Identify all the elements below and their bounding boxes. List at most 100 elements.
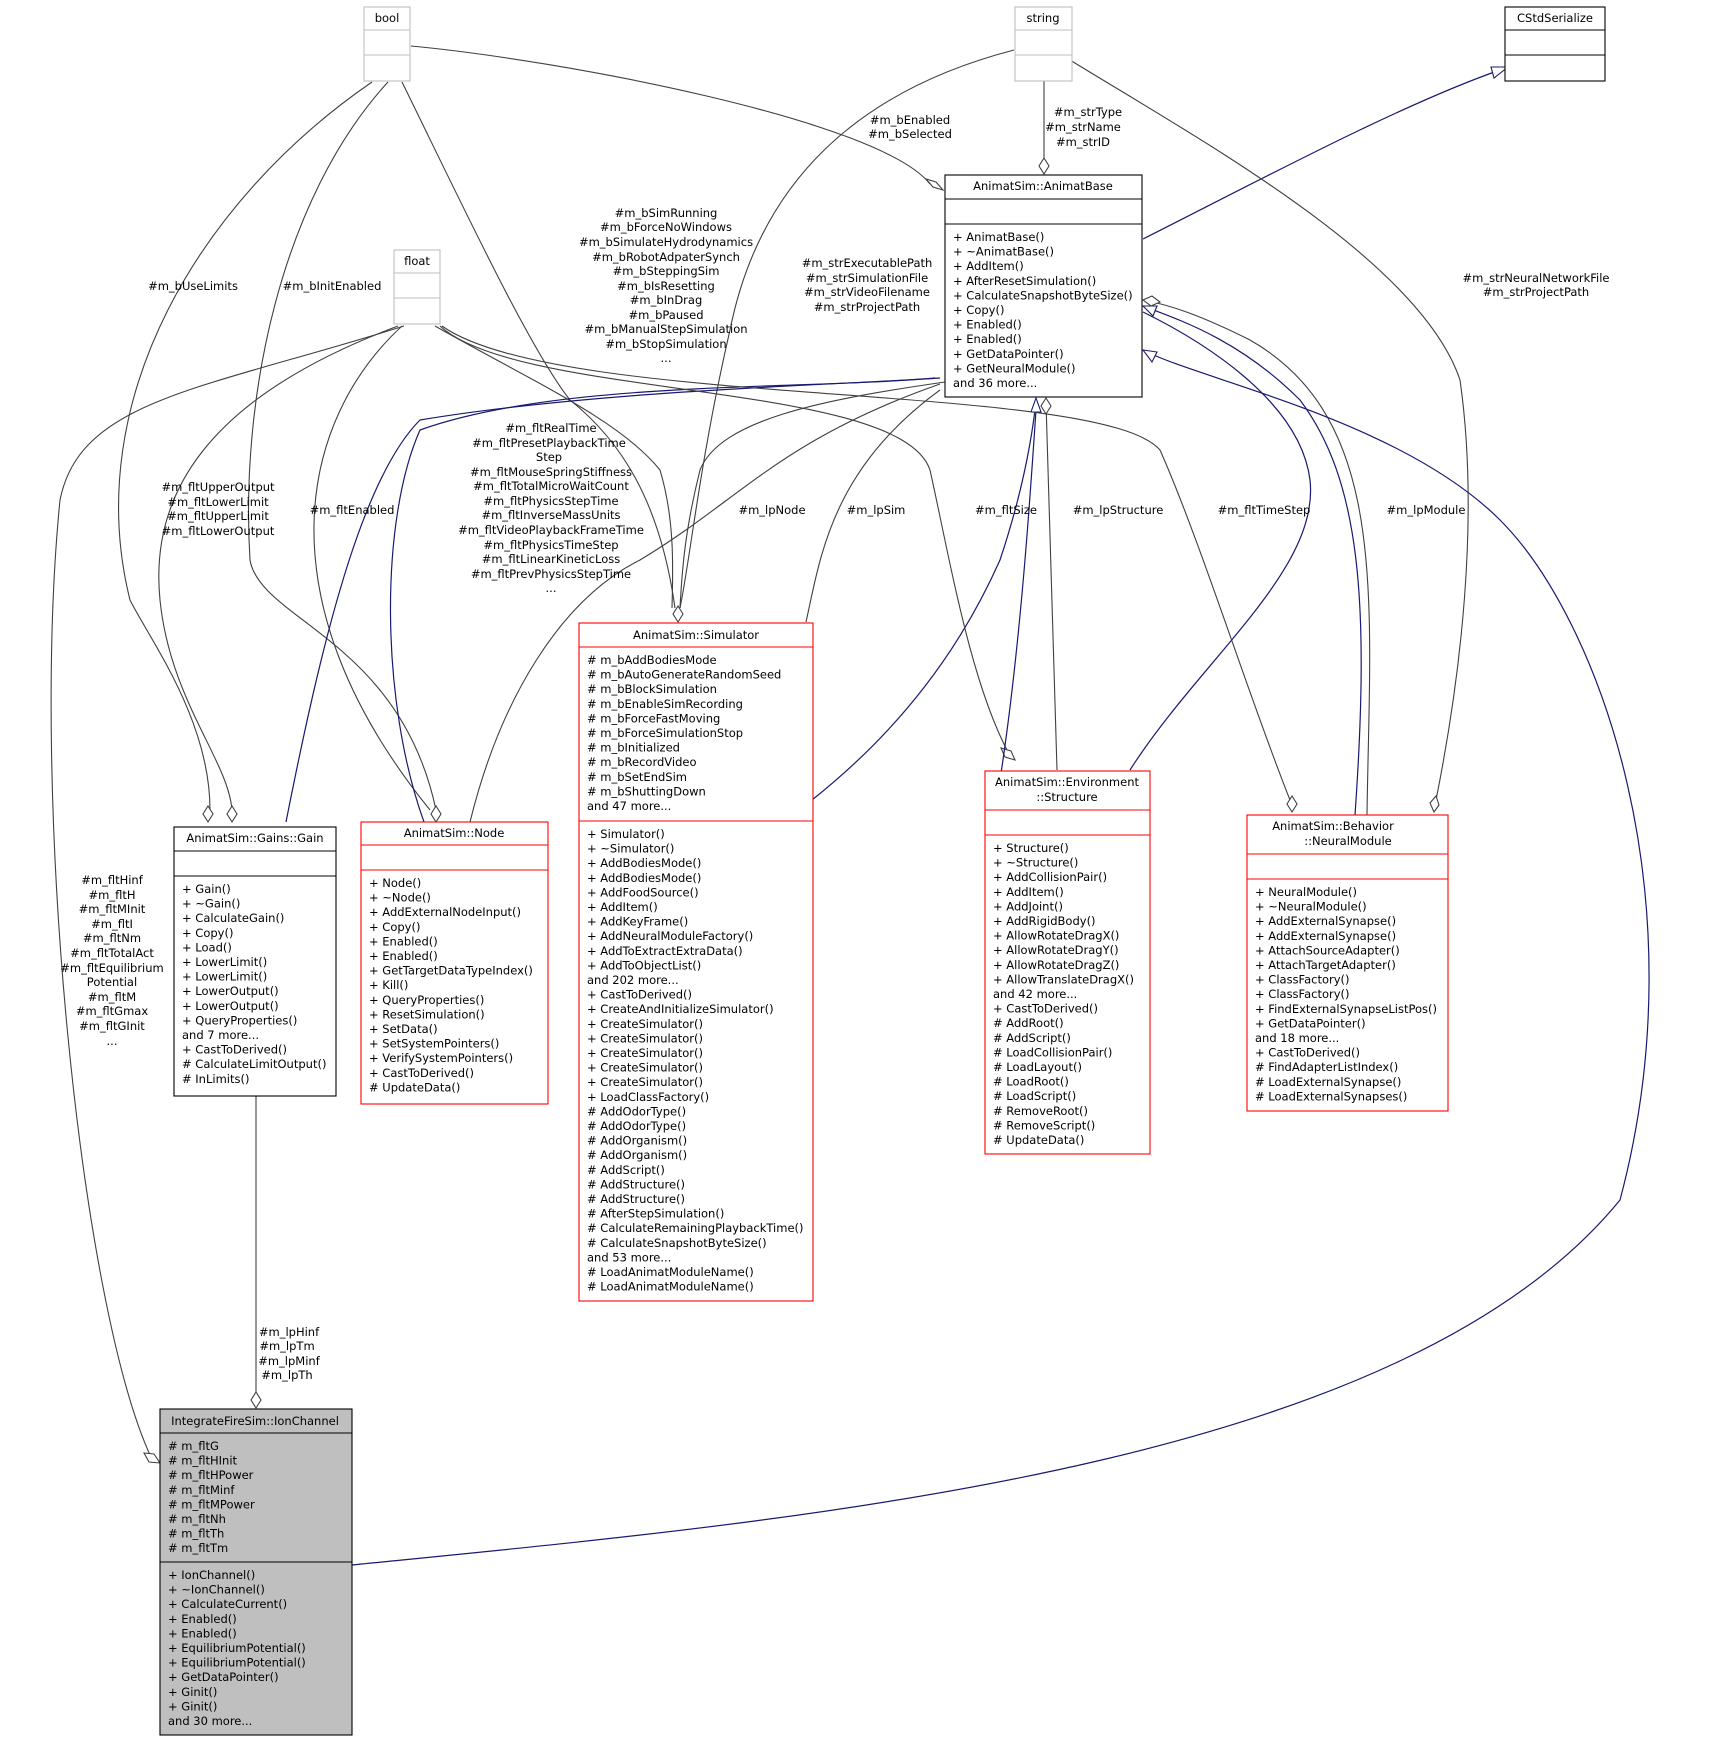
edge-label: #m_fltMInit xyxy=(79,902,146,916)
class-member: + CalculateCurrent() xyxy=(168,1597,287,1611)
class-member: + AddCollisionPair() xyxy=(993,870,1107,884)
class-member: + ~NeuralModule() xyxy=(1255,900,1367,914)
edge-float-simulator xyxy=(434,325,674,609)
class-member: + IonChannel() xyxy=(168,1568,255,1582)
class-member: # m_fltMinf xyxy=(168,1483,235,1497)
class-member: # m_bRecordVideo xyxy=(587,755,697,769)
class-member: # InLimits() xyxy=(182,1072,249,1086)
edge-label-fltsize: #m_fltSize xyxy=(975,503,1037,517)
edge-label-bool-animatbase: #m_bEnabled #m_bSelected xyxy=(868,113,952,141)
class-member: and 42 more... xyxy=(993,987,1077,1001)
edge-structure-lpstructure xyxy=(1045,401,1058,771)
class-member: + Enabled() xyxy=(953,332,1022,346)
class-member: # AddScript() xyxy=(993,1031,1071,1045)
class-title: AnimatSim::AnimatBase xyxy=(973,179,1113,193)
class-node-string[interactable]: string xyxy=(1014,6,1073,82)
edge-label: #m_bForceNoWindows xyxy=(600,220,732,234)
class-member: + Enabled() xyxy=(168,1626,237,1640)
edge-string-neuralmodule xyxy=(1069,59,1469,801)
class-member: + LowerOutput() xyxy=(182,984,279,998)
class-member: + LowerOutput() xyxy=(182,999,279,1013)
class-node-ionchannel[interactable]: IntegrateFireSim::IonChannel # m_fltG# m… xyxy=(159,1408,353,1736)
edge-label: #m_fltTotalAct xyxy=(70,946,154,960)
class-member: and 47 more... xyxy=(587,799,671,813)
diamond-gain-1 xyxy=(202,804,214,824)
edge-label-float-gain: #m_fltUpperOutput #m_fltLowerLimit #m_fl… xyxy=(161,480,275,538)
edge-label: #m_bSteppingSim xyxy=(613,264,720,278)
class-member: # LoadAnimatModuleName() xyxy=(587,1265,754,1279)
edge-label-string-neuralmodule: #m_strNeuralNetworkFile #m_strProjectPat… xyxy=(1462,271,1609,299)
class-member: + ~Node() xyxy=(369,891,431,905)
class-node-gain[interactable]: AnimatSim::Gains::Gain + Gain()+ ~Gain()… xyxy=(173,826,337,1097)
class-member: # LoadCollisionPair() xyxy=(993,1045,1112,1059)
edge-label: #m_bInDrag xyxy=(630,293,703,307)
diamond-simulator xyxy=(672,604,684,624)
class-member: + CalculateGain() xyxy=(182,911,284,925)
edge-float-gain xyxy=(158,325,399,811)
class-member: # m_bInitialized xyxy=(587,741,680,755)
class-member: + AddItem() xyxy=(587,900,658,914)
arrow-animatbase-ion xyxy=(1141,349,1158,364)
class-node-neuralmodule[interactable]: AnimatSim::Behavior ::NeuralModule + Neu… xyxy=(1246,814,1449,1112)
class-member: and 53 more... xyxy=(587,1250,671,1264)
edge-animatbase-simulator-node xyxy=(679,381,946,609)
class-member: # m_fltNh xyxy=(168,1512,226,1526)
edge-label-bool-gain: #m_bUseLimits xyxy=(148,279,238,293)
class-member: # CalculateSnapshotByteSize() xyxy=(587,1236,767,1250)
class-member: # AddRoot() xyxy=(993,1016,1064,1030)
diamond-gain-2 xyxy=(226,804,238,824)
attribute-list: # m_bAddBodiesMode# m_bAutoGenerateRando… xyxy=(587,653,781,813)
class-member: # CalculateLimitOutput() xyxy=(182,1057,326,1071)
class-member: + AddExternalNodeInput() xyxy=(369,905,521,919)
diamond-ionchannel-2 xyxy=(250,1390,262,1410)
class-member: # m_bShuttingDown xyxy=(587,784,706,798)
class-member: + AfterResetSimulation() xyxy=(953,274,1096,288)
class-member: + AttachSourceAdapter() xyxy=(1255,943,1400,957)
class-title: bool xyxy=(375,11,400,25)
class-title: AnimatSim::Simulator xyxy=(633,628,759,642)
class-member: # CalculateRemainingPlaybackTime() xyxy=(587,1221,804,1235)
class-node-node[interactable]: AnimatSim::Node + Node()+ ~Node()+ AddEx… xyxy=(360,821,549,1105)
class-member: # AfterStepSimulation() xyxy=(587,1207,724,1221)
diamond-bool-animatbase xyxy=(924,177,945,192)
class-member: + EquilibriumPotential() xyxy=(168,1656,306,1670)
class-member: # LoadAnimatModuleName() xyxy=(587,1280,754,1294)
class-member: + Copy() xyxy=(953,303,1004,317)
class-member: + AddExternalSynapse() xyxy=(1255,929,1396,943)
class-node-structure[interactable]: AnimatSim::Environment ::Structure + Str… xyxy=(984,770,1151,1155)
edge-float-ionchannel xyxy=(50,325,405,1456)
edge-label: #m_fltPrevPhysicsStepTime xyxy=(471,567,631,581)
class-member: + CreateAndInitializeSimulator() xyxy=(587,1002,774,1016)
diamond-node xyxy=(430,804,442,824)
class-member: # m_bSetEndSim xyxy=(587,770,687,784)
edge-float-neuralmodule xyxy=(441,325,1291,801)
class-member: + Enabled() xyxy=(168,1612,237,1626)
class-member: # AddStructure() xyxy=(587,1192,685,1206)
class-node-float[interactable]: float xyxy=(393,249,441,325)
edge-label: Potential xyxy=(87,975,137,989)
diamond-neuralmodule-1 xyxy=(1286,794,1298,814)
class-member: + CastToDerived() xyxy=(182,1043,287,1057)
class-node-simulator[interactable]: AnimatSim::Simulator # m_bAddBodiesMode#… xyxy=(578,622,814,1302)
class-member: # LoadRoot() xyxy=(993,1075,1069,1089)
class-member: and 202 more... xyxy=(587,973,679,987)
class-member: and 18 more... xyxy=(1255,1031,1339,1045)
class-member: + SetSystemPointers() xyxy=(369,1037,499,1051)
class-member: and 36 more... xyxy=(953,376,1037,390)
class-member: and 30 more... xyxy=(168,1714,252,1728)
edge-label: #m_fltGInit xyxy=(79,1019,145,1033)
class-member: + QueryProperties() xyxy=(369,993,484,1007)
edge-label-string-animatbase: #m_strType #m_strName #m_strID xyxy=(1045,105,1122,149)
class-member: + FindExternalSynapseListPos() xyxy=(1255,1002,1437,1016)
class-member: # AddOdorType() xyxy=(587,1119,686,1133)
edge-label: #m_strExecutablePath xyxy=(802,256,933,270)
diamond-ionchannel-1 xyxy=(143,1452,162,1464)
attribute-list: # m_fltG# m_fltHInit# m_fltHPower# m_flt… xyxy=(168,1439,255,1555)
class-node-bool[interactable]: bool xyxy=(363,6,411,82)
class-node-animatbase[interactable]: AnimatSim::AnimatBase + AnimatBase()+ ~A… xyxy=(944,174,1143,398)
class-member: + CastToDerived() xyxy=(369,1066,474,1080)
class-node-cstdserialize[interactable]: CStdSerialize xyxy=(1504,6,1606,82)
edge-simulator-lpsim xyxy=(805,389,941,623)
edge-label: #m_strID xyxy=(1056,135,1110,149)
class-member: # AddOrganism() xyxy=(587,1134,687,1148)
